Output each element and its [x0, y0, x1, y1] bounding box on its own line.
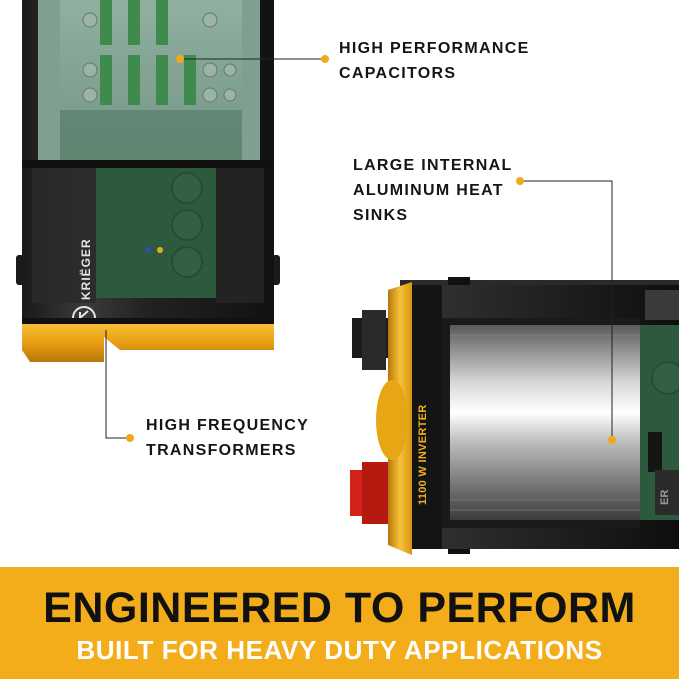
callout-heat-sinks-line3: SINKS: [353, 207, 409, 224]
side-label: ER: [659, 490, 671, 505]
callout-transformers-line2: TRANSFORMERS: [146, 442, 297, 459]
callout-heat-sinks-line2: ALUMINUM HEAT: [353, 182, 504, 199]
bottom-banner: ENGINEERED TO PERFORM BUILT FOR HEAVY DU…: [0, 567, 679, 679]
brand-logo-text: KRIËGER: [78, 238, 93, 300]
callout-heat-sinks-line1: LARGE INTERNAL: [353, 157, 513, 174]
callout-transformers: HIGH FREQUENCY TRANSFORMERS: [146, 413, 309, 463]
vertical-inverter: KRIËGER: [16, 0, 280, 362]
horizontal-inverter: 1100 W INVERTER ER: [350, 277, 679, 555]
callout-transformers-line1: HIGH FREQUENCY: [146, 417, 310, 434]
model-label: 1100 W INVERTER: [417, 405, 429, 505]
callout-capacitors-line1: HIGH PERFORMANCE: [339, 40, 530, 57]
banner-headline: ENGINEERED TO PERFORM: [43, 584, 636, 632]
callout-lines: [105, 58, 613, 440]
callout-heat-sinks: LARGE INTERNAL ALUMINUM HEAT SINKS: [353, 153, 513, 228]
callout-dots: [126, 55, 616, 444]
banner-subline: BUILT FOR HEAVY DUTY APPLICATIONS: [76, 635, 603, 665]
callout-capacitors: HIGH PERFORMANCE CAPACITORS: [339, 36, 530, 86]
callout-capacitors-line2: CAPACITORS: [339, 65, 457, 82]
